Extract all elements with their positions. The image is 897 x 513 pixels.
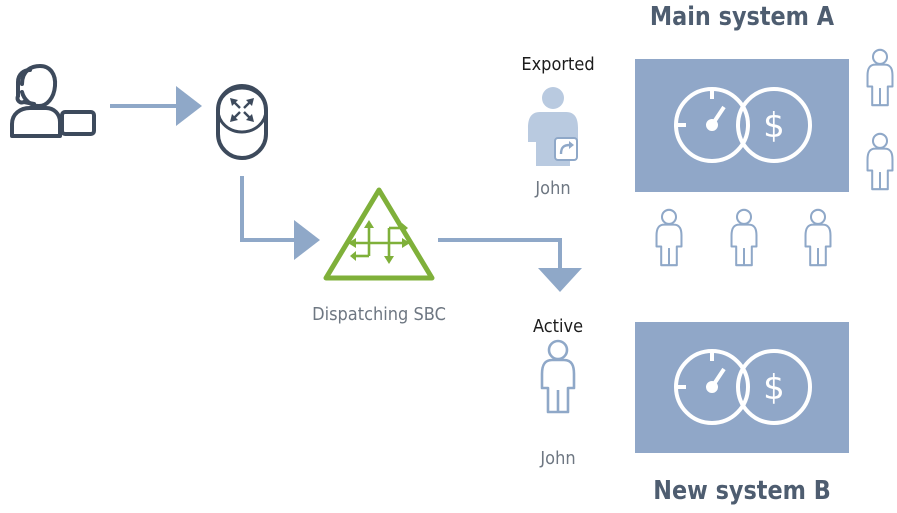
sbc-triangle-icon: [323, 187, 435, 281]
main-system-a-title: Main system A: [649, 2, 835, 32]
svg-text:$: $: [763, 368, 785, 408]
person-icon: [730, 208, 758, 267]
person-icon: [866, 132, 894, 191]
arrow-router-to-sbc: [240, 176, 320, 260]
main-system-a-box: $: [635, 59, 849, 192]
router-icon: [216, 84, 268, 160]
export-arrow-icon: [554, 137, 578, 161]
active-status-label: Active: [532, 316, 584, 337]
exported-status-label: Exported: [521, 54, 595, 75]
active-user-icon: [540, 339, 576, 414]
arrow-caller-to-router: [110, 86, 202, 126]
new-system-b-box: $: [635, 322, 849, 453]
exported-user-icon: [528, 87, 578, 166]
person-icon: [655, 208, 683, 267]
agent-at-desk-icon: [10, 64, 96, 138]
person-icon: [866, 48, 894, 107]
new-system-b-title: New system B: [653, 476, 831, 506]
active-user-name: John: [540, 448, 576, 469]
svg-text:$: $: [763, 106, 785, 146]
arrow-sbc-to-systems: [438, 238, 582, 292]
person-icon: [804, 208, 832, 267]
exported-user-name: John: [535, 178, 571, 199]
clock-and-dollar-icon: [674, 87, 812, 163]
sbc-label: Dispatching SBC: [312, 304, 446, 325]
clock-and-dollar-icon: [674, 349, 812, 425]
